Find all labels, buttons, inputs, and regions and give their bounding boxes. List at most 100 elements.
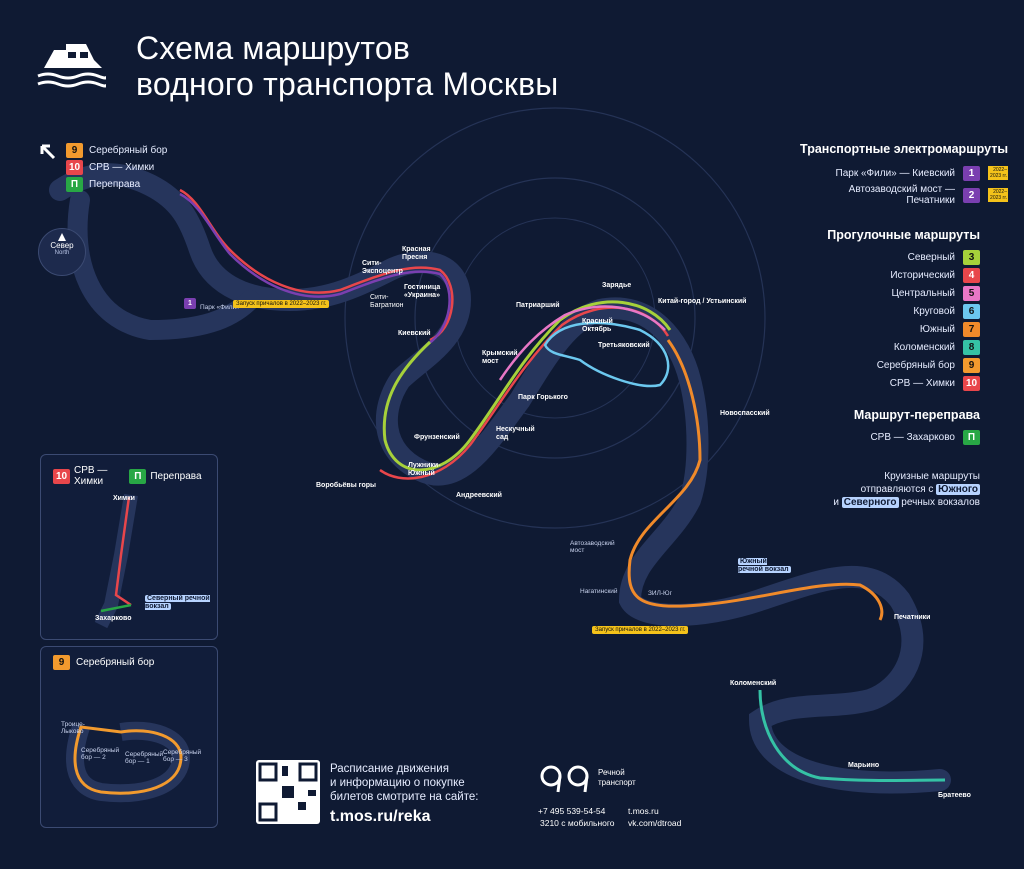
brand-name: Речной транспорт [598, 768, 636, 787]
station-label: Серебряный бор — 1 [125, 751, 164, 765]
legend-label: Серебряный бор [876, 359, 955, 371]
qr-code[interactable] [256, 760, 320, 824]
legend-label: СРВ — Химки [89, 162, 155, 173]
legend-label: Коломенский [893, 341, 955, 353]
station-label: Захарково [95, 615, 132, 622]
legend-item: Парк «Фили» — Киевский 1 2022–2023 гг. [748, 164, 1008, 182]
legend-label: Серебряный бор [89, 145, 168, 156]
ferry-badge: П [963, 429, 980, 445]
legend-label: Северный [907, 251, 955, 263]
ferry-badge: П [66, 177, 83, 192]
legend-item: СРВ — Химки 10 [780, 374, 980, 392]
ferry-badge: П [129, 468, 147, 484]
route-5-badge: 5 [963, 285, 980, 301]
boat-icon [37, 44, 108, 88]
route-line-3 [382, 300, 672, 472]
cruise-note: Круизные маршруты отправляются с Южного … [780, 470, 980, 509]
route-1-badge: 1 [963, 165, 980, 181]
legend-item: СРВ — Захарково П [780, 428, 980, 446]
ring-road [344, 107, 766, 529]
brand-logo-icon [538, 764, 594, 794]
inset-legend: 9 Серебряный бор [53, 655, 154, 670]
route-line-5 [498, 305, 666, 381]
route-10-badge: 10 [963, 375, 980, 391]
station-label: Серебряный бор — 2 [81, 747, 120, 761]
compass-arrow-icon [58, 233, 66, 241]
legend-label: Автозаводский мост — Печатники [848, 184, 955, 206]
inset-label: Переправа [150, 470, 202, 482]
info-url[interactable]: t.mos.ru/reka [330, 808, 431, 825]
station-label: Зарядье [602, 282, 632, 289]
route-line-6 [543, 321, 670, 388]
station-label: Нескучный сад [496, 426, 535, 441]
station-label: Воробьёвы горы [316, 482, 376, 489]
walking-heading: Прогулочные маршруты [827, 228, 980, 242]
legend-label: Исторический [890, 269, 955, 281]
legend-item: Автозаводский мост — Печатники 2 2022–20… [748, 182, 1008, 208]
title-line-2: водного транспорта Москвы [136, 66, 559, 102]
station-label: Сити- Экспоцентр [362, 260, 403, 275]
station-label: Красная Пресня [402, 246, 431, 261]
brand-vk[interactable]: vk.com/dtroad [628, 818, 682, 828]
arrow-icon [38, 142, 58, 162]
legend-label: Южный [919, 323, 955, 335]
brand-site[interactable]: t.mos.ru [628, 806, 659, 816]
ferry-heading: Маршрут-переправа [853, 408, 980, 422]
cruise-line3: речных вокзалов [901, 497, 980, 508]
station-label: ЗИЛ-Юг [648, 590, 672, 597]
station-label: Китай-город / Устьинский [658, 298, 747, 305]
cruise-line1: Круизные маршруты [884, 471, 980, 482]
station-label: Троице-Лыково [61, 721, 85, 735]
station-label: Парк Горького [518, 394, 568, 401]
route-1-badge: 1 [184, 292, 196, 310]
cruise-and: и [833, 497, 839, 508]
page-title: Схема маршрутов водного транспорта Москв… [136, 30, 558, 102]
legend-ferry: Маршрут-переправа СРВ — Захарково П [780, 408, 980, 446]
qr-code-icon [258, 762, 318, 822]
inset-serebryany-bor: 9 Серебряный бор Троице-Лыково Серебряны… [40, 646, 218, 828]
legend-item: Серебряный бор 9 [780, 356, 980, 374]
route-10-badge: 10 [66, 160, 83, 175]
legend-label: Парк «Фили» — Киевский [835, 167, 955, 179]
station-label: Коломенский [730, 680, 777, 687]
legend-item: Центральный 5 [780, 284, 980, 302]
legend-label: СРВ — Химки [889, 377, 955, 389]
route-10-badge: 10 [53, 468, 70, 484]
north-terminal-label: Северного [841, 497, 899, 508]
legend-item: 9 Серебряный бор [66, 142, 167, 159]
route-4-badge: 4 [963, 267, 980, 283]
route-line-1 [179, 192, 451, 346]
station-label: Автозаводский мост [570, 540, 615, 554]
route-9-badge: 9 [53, 655, 70, 670]
route-line-7 [627, 339, 884, 621]
launch-note: Запуск причалов в 2022–2023 гг. [233, 300, 330, 308]
period-note: 2022–2023 гг. [988, 188, 1008, 202]
station-label: Братеево [938, 792, 971, 799]
inset-label: СРВ — Химки [74, 465, 108, 487]
legend-electro: Транспортные электромаршруты Парк «Фили»… [748, 142, 1008, 208]
route-9-badge: 9 [963, 357, 980, 373]
legend-label: СРВ — Захарково [870, 431, 955, 443]
legend-item: 10 СРВ — Химки [66, 159, 167, 176]
route-8-badge: 8 [963, 339, 980, 355]
title-line-1: Схема маршрутов [136, 30, 411, 66]
brand-phone: +7 495 539-54-54 [538, 806, 606, 816]
legend-label: Центральный [891, 287, 955, 299]
electro-heading: Транспортные электромаршруты [800, 142, 1008, 156]
route-6-badge: 6 [963, 303, 980, 319]
station-label: Третьяковский [598, 342, 650, 349]
inset-map [66, 721, 191, 803]
station-label: Патриарший [516, 302, 560, 309]
station-label: Парк «Фили» [200, 304, 240, 311]
south-terminal-label: Южного [936, 484, 980, 495]
station-label: Химки [113, 495, 135, 502]
route-9-badge: 9 [66, 143, 83, 158]
station-label: Печатники [894, 614, 931, 621]
station-label: Серебряный бор — 3 [163, 749, 202, 763]
river [49, 163, 951, 794]
route-2-badge: 2 [963, 187, 980, 203]
